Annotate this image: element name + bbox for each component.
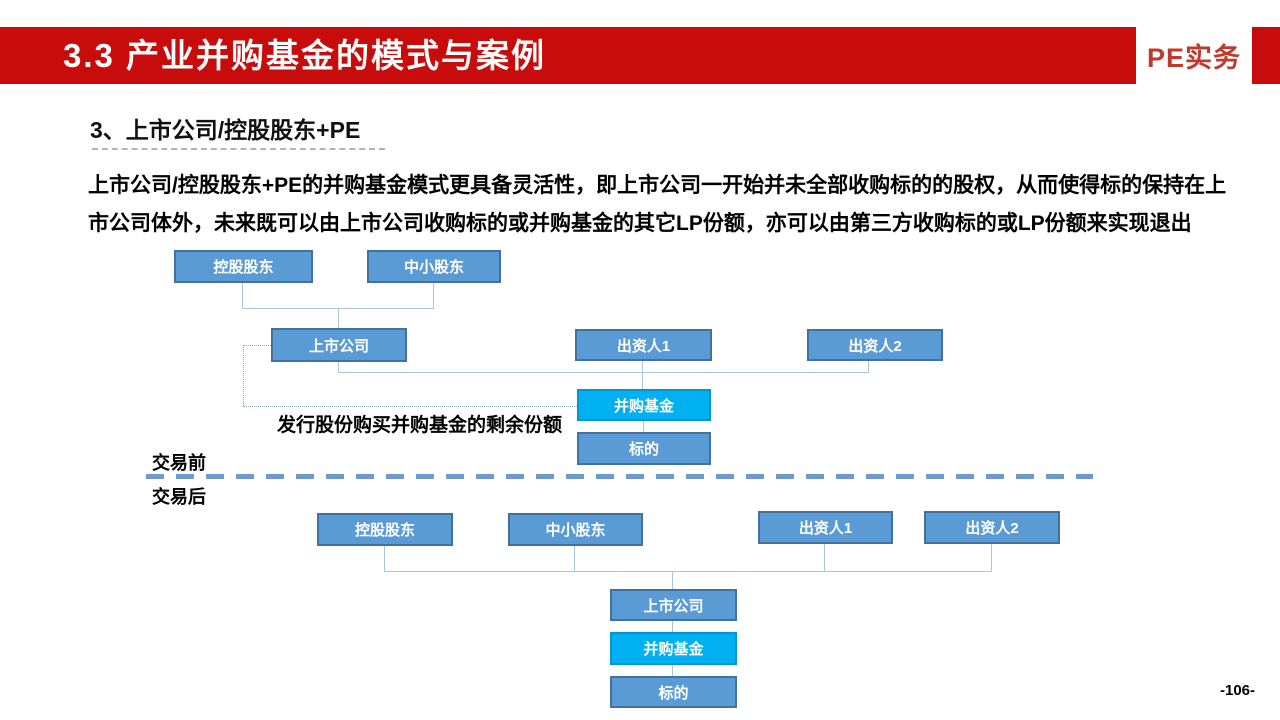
connector-line xyxy=(384,546,385,571)
page-number: -106- xyxy=(1220,682,1256,699)
node-controlling-shareholder-after: 控股股东 xyxy=(317,513,453,546)
section-subtitle: 3、上市公司/控股股东+PE xyxy=(90,117,361,143)
node-ma-fund-before: 并购基金 xyxy=(577,389,711,421)
phase-divider-line xyxy=(146,474,1093,479)
node-ma-fund-after: 并购基金 xyxy=(610,632,737,665)
connector-line xyxy=(338,308,339,328)
logo: PE实务 xyxy=(1136,27,1252,84)
connector-line xyxy=(991,544,992,571)
connector-line xyxy=(242,283,243,308)
node-listed-company-before: 上市公司 xyxy=(271,328,407,362)
node-minority-shareholder-after: 中小股东 xyxy=(508,513,643,546)
connector-line xyxy=(338,372,869,373)
connector-line xyxy=(433,283,434,308)
connector-line xyxy=(672,621,673,632)
node-investor1-after: 出资人1 xyxy=(758,511,893,544)
node-investor2-before: 出资人2 xyxy=(807,329,943,361)
connector-line xyxy=(824,544,825,571)
subtitle-underline xyxy=(92,148,385,150)
phase-label-after: 交易后 xyxy=(152,487,206,507)
node-investor2-after: 出资人2 xyxy=(924,511,1060,544)
phase-label-before: 交易前 xyxy=(152,453,206,473)
node-investor1-before: 出资人1 xyxy=(575,329,712,361)
connector-line xyxy=(384,571,992,572)
connector-line xyxy=(574,546,575,571)
connector-line xyxy=(672,571,673,589)
node-minority-shareholder-before: 中小股东 xyxy=(367,250,501,283)
slide-title: 3.3 产业并购基金的模式与案例 xyxy=(63,37,547,74)
dashed-connector-line xyxy=(243,345,244,406)
dashed-connector-line xyxy=(243,406,577,407)
share-issue-annotation: 发行股份购买并购基金的剩余份额 xyxy=(277,415,563,436)
node-listed-company-after: 上市公司 xyxy=(610,589,737,621)
node-target-before: 标的 xyxy=(577,432,711,465)
dashed-connector-line xyxy=(243,345,271,346)
logo-text: PE实务 xyxy=(1146,43,1242,73)
body-paragraph: 上市公司/控股股东+PE的并购基金模式更具备灵活性，即上市公司一开始并未全部收购… xyxy=(88,167,1256,243)
connector-line xyxy=(672,665,673,676)
node-target-after: 标的 xyxy=(610,676,737,708)
node-controlling-shareholder-before: 控股股东 xyxy=(174,250,313,283)
body-line-1: 上市公司/控股股东+PE的并购基金模式更具备灵活性，即上市公司一开始并未全部收购… xyxy=(88,174,1227,197)
body-line-2: 市公司体外，未来既可以由上市公司收购标的或并购基金的其它LP份额，亦可以由第三方… xyxy=(88,212,1192,235)
connector-line xyxy=(643,421,644,432)
connector-line xyxy=(868,361,869,372)
header-bar xyxy=(0,27,1280,84)
connector-line xyxy=(642,361,643,389)
connector-line xyxy=(338,362,339,372)
